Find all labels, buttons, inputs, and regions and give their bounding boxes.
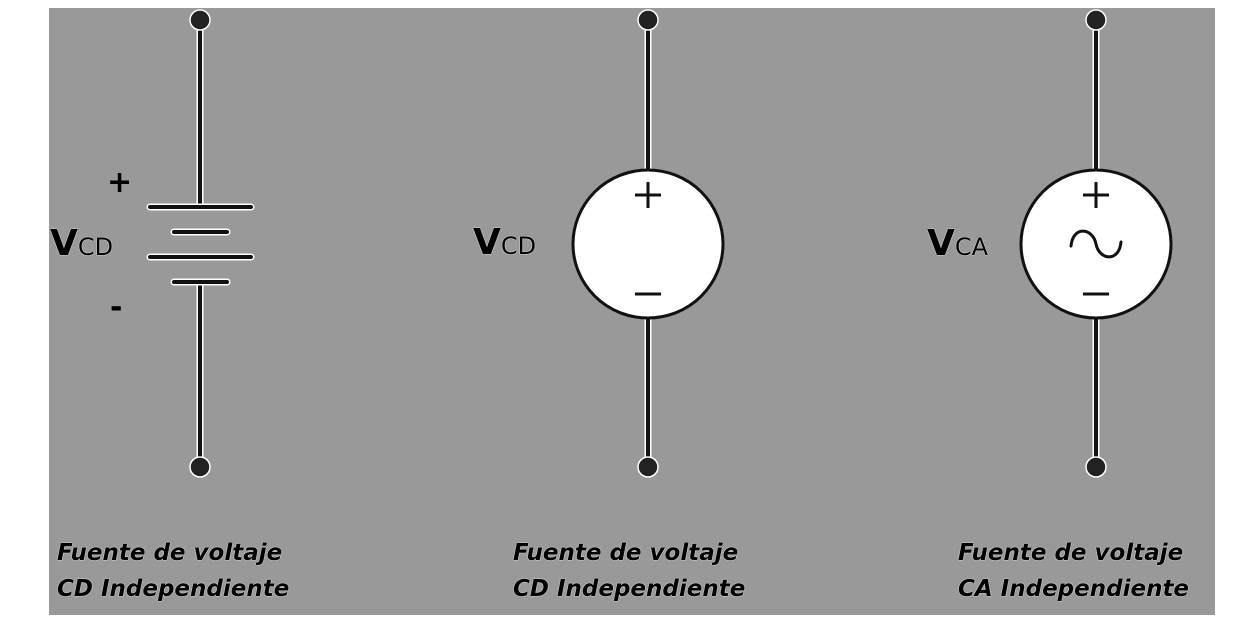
terminal-top-icon bbox=[637, 9, 659, 31]
voltage-label: VCA bbox=[927, 226, 988, 262]
voltage-subscript: CA bbox=[954, 233, 989, 261]
caption-line-1: Fuente de voltaje bbox=[958, 540, 1184, 566]
ac-voltage-source bbox=[1019, 9, 1173, 478]
caption-line-1: Fuente de voltaje bbox=[57, 540, 283, 566]
battery-plates-icon bbox=[146, 203, 255, 286]
caption-ac-source: Fuente de voltaje CA Independiente bbox=[958, 535, 1189, 607]
caption-line-2: CD Independiente bbox=[513, 576, 746, 602]
voltage-label: VCD bbox=[473, 225, 536, 261]
terminal-top-icon bbox=[189, 9, 211, 31]
dc-voltage-source bbox=[571, 9, 725, 478]
plus-sign: + bbox=[107, 165, 133, 200]
caption-line-2: CD Independiente bbox=[57, 576, 290, 602]
terminal-bottom-icon bbox=[189, 456, 211, 478]
voltage-subscript: CD bbox=[500, 232, 537, 260]
voltage-label: VCD bbox=[50, 226, 113, 262]
terminal-top-icon bbox=[1085, 9, 1107, 31]
sine-wave-icon bbox=[1069, 229, 1123, 259]
voltage-symbol: V bbox=[473, 222, 501, 263]
caption-line-2: CA Independiente bbox=[958, 576, 1190, 602]
terminal-bottom-icon bbox=[1085, 456, 1107, 478]
voltage-symbol: V bbox=[50, 223, 78, 264]
caption-dc-battery: Fuente de voltaje CD Independiente bbox=[57, 535, 289, 607]
terminal-bottom-icon bbox=[637, 456, 659, 478]
battery-source bbox=[146, 9, 255, 478]
voltage-symbol: V bbox=[927, 223, 955, 264]
source-circle-icon bbox=[571, 168, 725, 320]
caption-dc-source: Fuente de voltaje CD Independiente bbox=[513, 535, 745, 607]
minus-sign: - bbox=[110, 290, 123, 325]
caption-line-1: Fuente de voltaje bbox=[513, 540, 739, 566]
voltage-subscript: CD bbox=[77, 233, 114, 261]
